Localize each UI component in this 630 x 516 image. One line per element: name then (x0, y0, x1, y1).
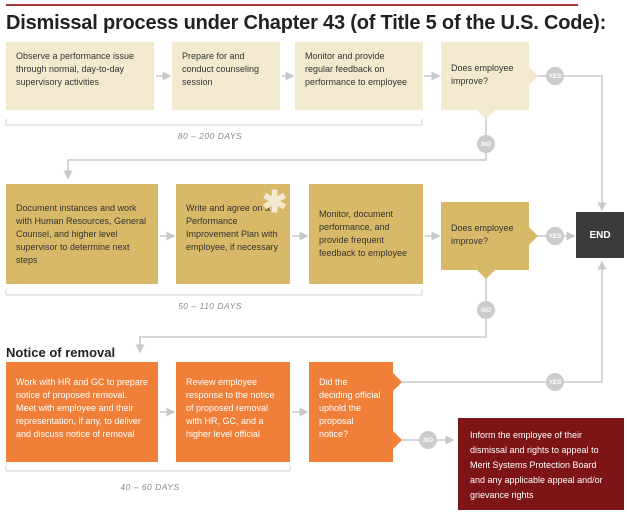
decision-uphold-proposal: Did the deciding official uphold the pro… (309, 362, 393, 462)
final-text: Inform the employee of their dismissal a… (470, 430, 603, 500)
no-label: NO (477, 135, 495, 153)
yes-label: YES (546, 373, 564, 391)
step-text: Write and agree on a Performance Improve… (186, 203, 279, 252)
step-text: Document instances and work with Human R… (16, 203, 147, 265)
step-text: Monitor and provide regular feedback on … (305, 51, 408, 87)
step-text: Observe a performance issue through norm… (16, 51, 135, 87)
decision-improve-2: Does employee improve? (441, 202, 529, 270)
step-text: Review employee response to the notice o… (186, 377, 275, 439)
decision-pointer-down (476, 269, 496, 279)
decision-text: Does employee improve? (451, 63, 514, 86)
duration-notice: 40 – 60 DAYS (120, 482, 180, 492)
title-rule (6, 4, 578, 6)
step-document-instances: Document instances and work with Human R… (6, 184, 158, 284)
yes-label: YES (546, 67, 564, 85)
no-label: NO (477, 301, 495, 319)
asterisk-icon: ✱ (262, 186, 288, 219)
decision-improve-1: Does employee improve? (441, 42, 529, 110)
decision-pointer-down (476, 109, 496, 119)
final-inform-employee: Inform the employee of their dismissal a… (458, 418, 624, 510)
end-box: END (576, 212, 624, 258)
duration-row1: 80 – 200 DAYS (177, 131, 243, 141)
no-label: NO (419, 431, 437, 449)
notice-heading: Notice of removal (6, 345, 116, 360)
decision-text: Did the deciding official uphold the pro… (319, 377, 381, 439)
decision-pointer-right (528, 66, 538, 86)
step-text: Work with HR and GC to prepare notice of… (16, 377, 148, 439)
step-monitor-feedback: Monitor and provide regular feedback on … (295, 42, 423, 110)
yes-label: YES (546, 227, 564, 245)
step-performance-plan: Write and agree on a Performance Improve… (176, 184, 290, 284)
step-prepare-notice: Work with HR and GC to prepare notice of… (6, 362, 158, 462)
step-text: Monitor, document performance, and provi… (319, 209, 408, 258)
page-title: Dismissal process under Chapter 43 (of T… (6, 12, 607, 34)
step-review-response: Review employee response to the notice o… (176, 362, 290, 462)
step-monitor-document: Monitor, document performance, and provi… (309, 184, 423, 284)
step-observe-issue: Observe a performance issue through norm… (6, 42, 154, 110)
step-counseling-session: Prepare for and conduct counseling sessi… (172, 42, 280, 110)
duration-row2: 50 – 110 DAYS (178, 301, 242, 311)
step-text: Prepare for and conduct counseling sessi… (182, 51, 260, 87)
decision-pointer-right (528, 226, 538, 246)
decision-pointer-right (392, 430, 402, 450)
decision-text: Does employee improve? (451, 223, 514, 246)
decision-pointer-right (392, 372, 402, 392)
